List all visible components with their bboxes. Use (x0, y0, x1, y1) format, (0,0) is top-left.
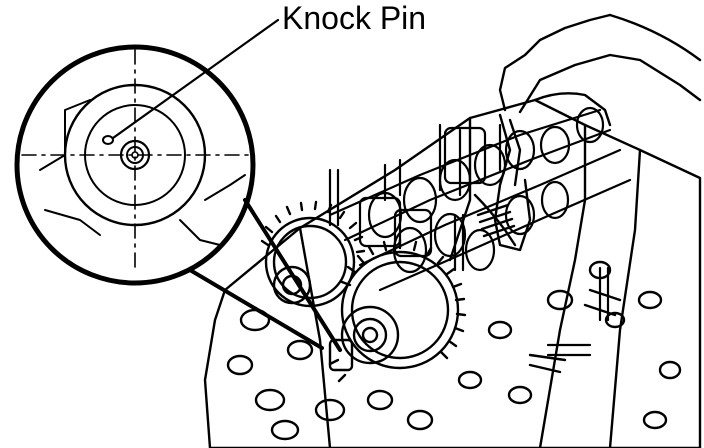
magnifier-cone (188, 198, 342, 352)
cylinder-head (203, 98, 702, 448)
callout-leader (111, 18, 280, 140)
camshafts (328, 106, 632, 357)
wrench-and-hand (473, 13, 702, 252)
magnified-detail (14, 44, 256, 286)
knock-pin-label: Knock Pin (282, 0, 427, 36)
camshaft-gears (260, 200, 467, 383)
